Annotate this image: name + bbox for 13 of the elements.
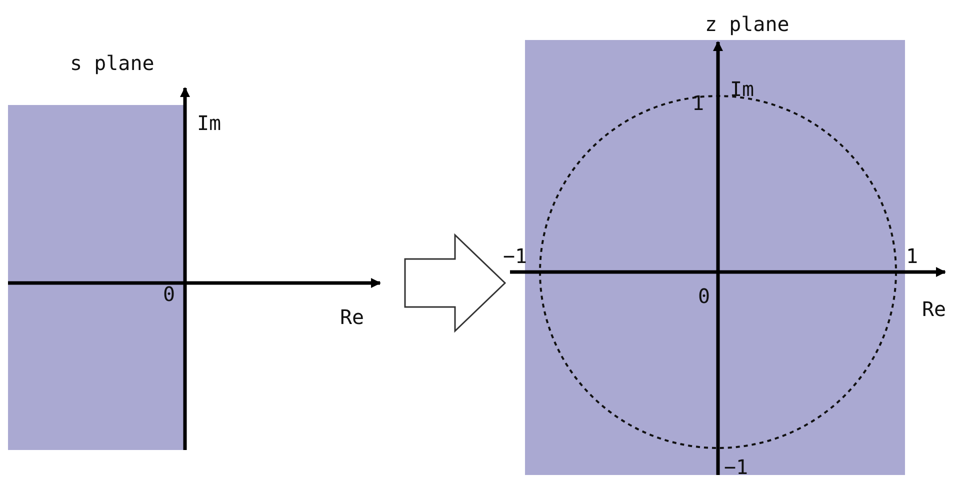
tick-label: 1	[692, 92, 704, 114]
axis-label: Re	[340, 306, 364, 328]
axis-label: Im	[197, 112, 222, 134]
plane-title: z plane	[705, 13, 790, 35]
tick-label: 1	[906, 245, 918, 267]
tick-label: 0	[698, 285, 710, 307]
tick-label: −1	[724, 456, 748, 478]
plane-title: s plane	[70, 52, 154, 74]
tick-label: −1	[503, 245, 528, 267]
tick-label: 0	[163, 283, 176, 305]
axis-label: Re	[922, 298, 946, 320]
block-arrow	[404, 233, 506, 333]
axis-label: Im	[730, 78, 754, 100]
